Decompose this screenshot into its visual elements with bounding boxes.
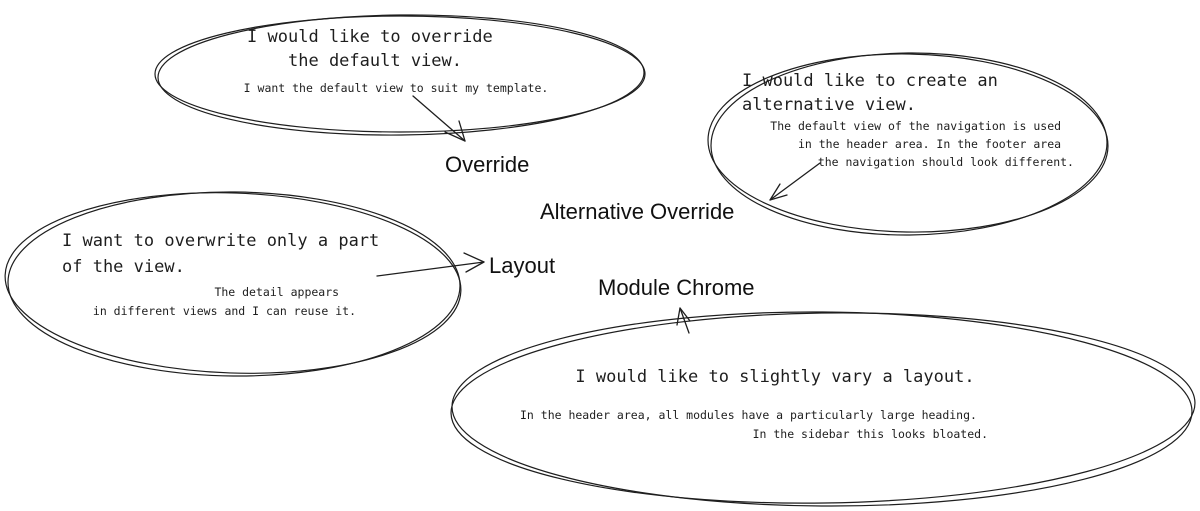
alternative-override-description-line-1: The default view of the navigation is us… xyxy=(770,119,1061,133)
module-chrome-ellipse xyxy=(450,311,1196,507)
alternative-override-label: Alternative Override xyxy=(540,199,734,224)
layout-description: The detail appears in different views an… xyxy=(93,285,356,318)
override-description-line-1: I want the default view to suit my templ… xyxy=(244,81,549,95)
module-chrome-description: In the header area, all modules have a p… xyxy=(520,408,988,441)
override-ellipse xyxy=(154,14,646,136)
layout-ellipse xyxy=(4,191,462,377)
module-chrome-description-line-1: In the header area, all modules have a p… xyxy=(520,408,977,422)
layout-title: I want to overwrite only a part of the v… xyxy=(62,231,390,277)
alternative-override-description: The default view of the navigation is us… xyxy=(770,119,1074,169)
override-group: I would like to override the default vie… xyxy=(154,14,646,177)
alternative-override-description-line-2: in the header area. In the footer area xyxy=(798,137,1061,151)
override-title-line-2: the default view. xyxy=(288,51,462,71)
module-chrome-title-line-1: I would like to slightly vary a layout. xyxy=(575,367,974,387)
alternative-override-title-line-1: I would like to create an xyxy=(742,71,998,91)
layout-title-line-1: I want to overwrite only a part xyxy=(62,231,379,251)
alternative-override-title: I would like to create an alternative vi… xyxy=(742,71,1008,115)
alternative-override-arrow xyxy=(769,162,821,201)
module-chrome-arrow xyxy=(676,307,691,334)
override-title-line-1: I would like to override xyxy=(247,27,493,47)
override-title: I would like to override the default vie… xyxy=(247,27,503,71)
alternative-override-ellipse xyxy=(707,52,1109,236)
module-chrome-group: I would like to slightly vary a layout. … xyxy=(450,275,1196,507)
override-arrow xyxy=(412,95,466,142)
module-chrome-label: Module Chrome xyxy=(598,275,755,300)
layout-description-line-2: in different views and I can reuse it. xyxy=(93,304,356,318)
alternative-override-group: I would like to create an alternative vi… xyxy=(540,52,1109,236)
module-chrome-title: I would like to slightly vary a layout. xyxy=(575,367,974,387)
override-description: I want the default view to suit my templ… xyxy=(244,81,549,95)
alternative-override-description-line-3: the navigation should look different. xyxy=(818,155,1074,169)
layout-description-line-1: The detail appears xyxy=(214,285,339,299)
layout-group: I want to overwrite only a part of the v… xyxy=(4,191,555,377)
layout-title-line-2: of the view. xyxy=(62,257,185,277)
alternative-override-title-line-2: alternative view. xyxy=(742,95,916,115)
module-chrome-description-line-2: In the sidebar this looks bloated. xyxy=(753,427,988,441)
layout-arrow xyxy=(376,252,485,277)
override-label: Override xyxy=(445,152,529,177)
layout-label: Layout xyxy=(489,253,555,278)
